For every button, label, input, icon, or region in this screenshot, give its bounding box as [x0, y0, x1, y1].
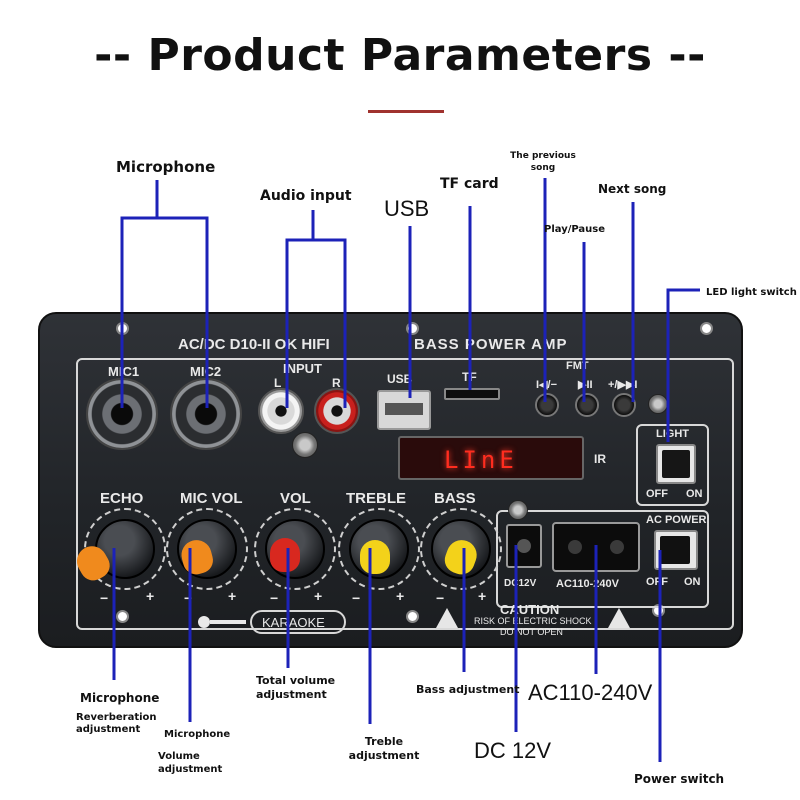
panel-screw	[292, 432, 318, 458]
knob-scale	[166, 508, 248, 590]
caution-line-1: RISK OF ELECTRIC SHOCK	[474, 616, 592, 626]
plus-mark: +	[396, 588, 405, 604]
minus-mark: −	[436, 590, 445, 606]
led-light-switch[interactable]	[656, 444, 696, 484]
mount-hole	[406, 322, 419, 335]
power-off-label: OFF	[646, 576, 668, 588]
callout-treble-adjustment: Treble adjustment	[348, 735, 420, 762]
karaoke-badge: KARAOKE	[250, 610, 346, 634]
minus-mark: −	[184, 590, 193, 606]
next-song-button[interactable]	[612, 393, 636, 417]
mount-hole	[700, 322, 713, 335]
callout-microphone: Microphone	[116, 158, 216, 176]
volume-knob-cap	[270, 538, 300, 572]
usb-port[interactable]	[377, 390, 431, 430]
knob-label-treble: TREBLE	[346, 490, 406, 507]
mount-hole	[116, 610, 129, 623]
previous-song-button[interactable]	[535, 393, 559, 417]
plus-mark: +	[314, 588, 323, 604]
dc-12v-socket[interactable]	[506, 524, 542, 568]
input-label: INPUT	[283, 361, 322, 376]
knob-scale	[254, 508, 336, 590]
knob-label-echo: ECHO	[100, 490, 144, 507]
callout-bass-adjustment: Bass adjustment	[416, 683, 520, 696]
mic2-jack[interactable]	[170, 378, 242, 450]
power-on-label: ON	[684, 576, 701, 588]
warning-triangle-icon	[436, 608, 458, 628]
panel-bass-power-amp-label: BASS POWER AMP	[414, 336, 568, 353]
knob-scale	[420, 508, 502, 590]
dc-12v-label: DC12V	[504, 578, 537, 589]
plus-mark: +	[478, 588, 487, 604]
mic2-label: MIC2	[190, 364, 222, 379]
minus-mark: −	[270, 590, 279, 606]
plus-mark: +	[228, 588, 237, 604]
ac-socket-label: AC110-240V	[556, 578, 619, 590]
prev-button-label: I◀/−	[536, 379, 557, 391]
knob-label-vol: VOL	[280, 490, 311, 507]
audio-input-right-rca[interactable]	[314, 388, 360, 434]
next-button-label: +/▶▶I	[608, 379, 638, 391]
mount-hole	[406, 610, 419, 623]
ir-receiver-label: IR	[594, 452, 606, 466]
input-left-label: L	[274, 376, 282, 390]
panel-inner-frame	[76, 358, 734, 630]
callout-previous-song: The previous song	[510, 151, 576, 173]
mic1-jack[interactable]	[86, 378, 158, 450]
callout-dc-voltage: DC 12V	[474, 738, 552, 763]
callout-mic-reverb-title: Microphone	[80, 691, 160, 705]
display-readout: LInE	[444, 446, 518, 474]
knob-scale	[338, 508, 420, 590]
callout-mic-reverb-sub: Reverberation adjustment	[76, 712, 157, 735]
mount-hole	[116, 322, 129, 335]
callout-mic-volume-title: Microphone	[164, 729, 231, 740]
treble-knob-cap	[360, 540, 390, 574]
tf-slot-label: TF	[462, 370, 477, 384]
led-display: LInE	[398, 436, 584, 480]
callout-play-pause: Play/Pause	[544, 224, 606, 235]
callout-audio-input: Audio input	[260, 188, 352, 204]
page-title: -- Product Parameters --	[94, 30, 706, 81]
ac-power-socket[interactable]	[552, 522, 640, 572]
callout-ac-voltage: AC110-240V	[528, 680, 653, 705]
mic1-label: MIC1	[108, 364, 140, 379]
microphone-icon	[198, 616, 246, 628]
play-pause-button-label: ▶II	[578, 379, 593, 391]
audio-input-left-rca[interactable]	[258, 388, 304, 434]
callout-next-song: Next song	[598, 182, 667, 196]
caution-title: CAUTION	[500, 602, 560, 617]
callout-power-switch: Power switch	[634, 772, 725, 786]
karaoke-label: KARAOKE	[262, 615, 325, 630]
panel-screw	[508, 500, 528, 520]
knob-label-mic-vol: MIC VOL	[180, 490, 243, 507]
power-switch[interactable]	[654, 530, 698, 570]
callout-mic-volume-sub: Volume adjustment	[158, 751, 223, 775]
callout-total-volume: Total volume adjustment	[256, 674, 336, 701]
minus-mark: −	[352, 590, 361, 606]
panel-model-label: AC/DC D10-II OK HIFI	[178, 336, 330, 353]
usb-port-label: USB	[387, 372, 413, 386]
light-label: LIGHT	[656, 428, 689, 440]
tf-card-slot[interactable]	[444, 388, 500, 400]
callout-tf-card: TF card	[440, 176, 499, 192]
minus-mark: −	[100, 590, 109, 606]
title-underline	[368, 110, 444, 113]
caution-line-2: DO NOT OPEN	[500, 627, 563, 637]
plus-mark: +	[146, 588, 155, 604]
knob-label-bass: BASS	[434, 490, 476, 507]
light-on-label: ON	[686, 488, 703, 500]
callout-led-light-switch: LED light switch	[706, 287, 797, 298]
fmt-label: FMT	[566, 360, 589, 372]
callout-usb: USB	[384, 196, 430, 221]
panel-screw	[648, 394, 668, 414]
warning-triangle-icon	[608, 608, 630, 628]
ac-power-label: AC POWER	[646, 514, 707, 526]
play-pause-button[interactable]	[575, 393, 599, 417]
light-off-label: OFF	[646, 488, 668, 500]
